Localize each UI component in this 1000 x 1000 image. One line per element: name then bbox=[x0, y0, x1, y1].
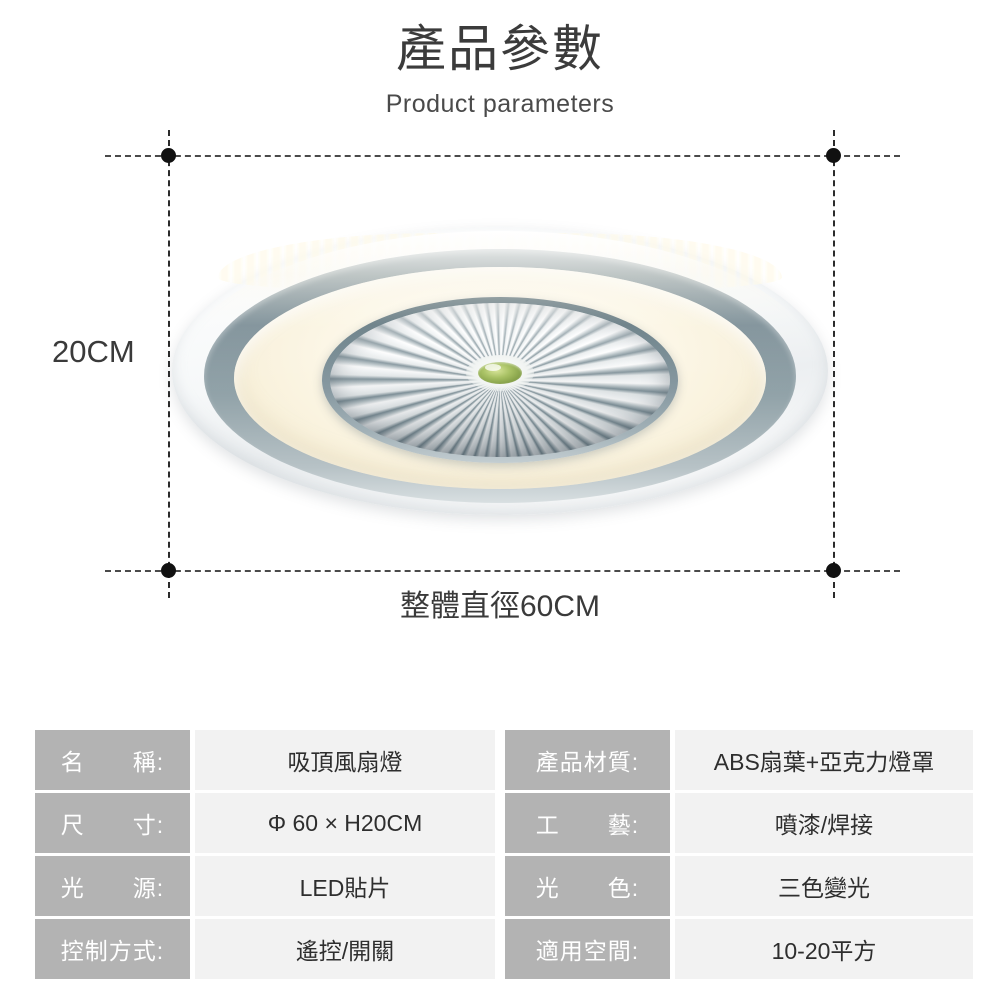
table-row: 光 源: LED貼片 bbox=[35, 856, 495, 916]
height-dimension-label: 20CM bbox=[52, 334, 135, 369]
fan-hub-highlight bbox=[485, 364, 501, 371]
diameter-dimension-label: 整體直徑60CM bbox=[399, 590, 601, 623]
table-row: 適用空間: 10-20平方 bbox=[505, 919, 973, 979]
spec-label: 光 源: bbox=[35, 856, 190, 916]
table-row: 控制方式: 遙控/開關 bbox=[35, 919, 495, 979]
table-row: 尺 寸: Φ 60 × H20CM bbox=[35, 793, 495, 853]
table-row: 名 稱: 吸頂風扇燈 bbox=[35, 730, 495, 790]
dimension-line-right bbox=[833, 130, 835, 598]
dimension-marker-bottom-right bbox=[826, 563, 841, 578]
spec-label: 光 色: bbox=[505, 856, 670, 916]
spec-label: 適用空間: bbox=[505, 919, 670, 979]
spec-value: 噴漆/焊接 bbox=[675, 793, 973, 853]
spec-label: 控制方式: bbox=[35, 919, 190, 979]
spec-value: Φ 60 × H20CM bbox=[195, 793, 495, 853]
spec-label: 工 藝: bbox=[505, 793, 670, 853]
spec-value: 遙控/開關 bbox=[195, 919, 495, 979]
spec-label: 產品材質: bbox=[505, 730, 670, 790]
spec-label: 名 稱: bbox=[35, 730, 190, 790]
spec-value: LED貼片 bbox=[195, 856, 495, 916]
page-title: 產品參數 bbox=[396, 21, 604, 77]
dimension-line-bottom bbox=[105, 570, 900, 572]
product-image-ceiling-fan-light bbox=[172, 205, 828, 525]
spec-value: 吸頂風扇燈 bbox=[195, 730, 495, 790]
spec-value: 10-20平方 bbox=[675, 919, 973, 979]
spec-value: 三色變光 bbox=[675, 856, 973, 916]
spec-value: ABS扇葉+亞克力燈罩 bbox=[675, 730, 973, 790]
page-subtitle: Product parameters bbox=[385, 90, 615, 118]
table-row: 工 藝: 噴漆/焊接 bbox=[505, 793, 973, 853]
dimension-marker-bottom-left bbox=[161, 563, 176, 578]
table-row: 產品材質: ABS扇葉+亞克力燈罩 bbox=[505, 730, 973, 790]
dimension-marker-top-left bbox=[161, 148, 176, 163]
spec-table-left: 名 稱: 吸頂風扇燈 尺 寸: Φ 60 × H20CM 光 源: LED貼片 … bbox=[35, 730, 495, 979]
dimension-line-top bbox=[105, 155, 900, 157]
dimension-marker-top-right bbox=[826, 148, 841, 163]
dimension-line-left bbox=[168, 130, 170, 598]
spec-table-right: 產品材質: ABS扇葉+亞克力燈罩 工 藝: 噴漆/焊接 光 色: 三色變光 適… bbox=[505, 730, 973, 979]
spec-label: 尺 寸: bbox=[35, 793, 190, 853]
table-row: 光 色: 三色變光 bbox=[505, 856, 973, 916]
